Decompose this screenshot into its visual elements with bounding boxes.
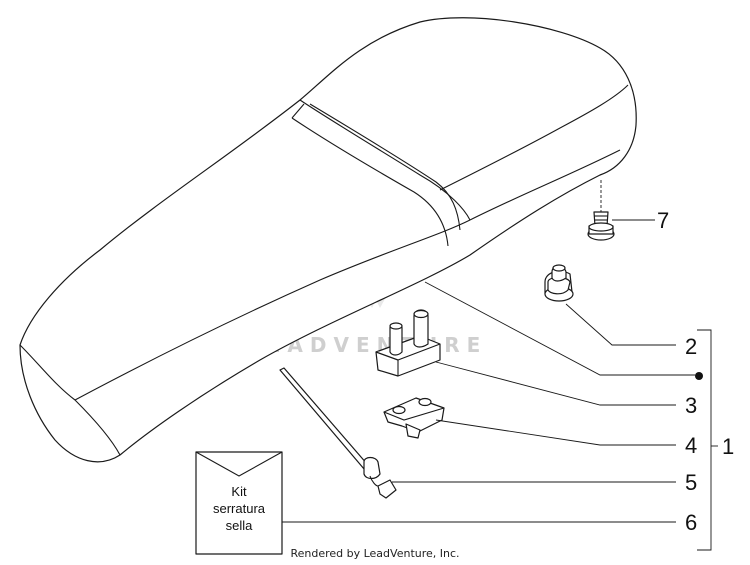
rubber-bumper-part: [544, 264, 574, 302]
callout-4: 4: [685, 433, 697, 458]
callout-6: 6: [685, 510, 697, 535]
cable-tie-part: [279, 367, 397, 499]
callout-3: 3: [685, 393, 697, 418]
latch-plate-part: [383, 397, 445, 439]
group-bracket: [697, 329, 712, 551]
callout-7: 7: [657, 208, 669, 233]
leader-seat: [424, 281, 695, 376]
leader-lines: [282, 219, 718, 551]
kit-label-line-3: sella: [226, 518, 254, 533]
leader-3: [435, 361, 676, 406]
kit-envelope-part: [195, 451, 283, 555]
lock-bracket-part: [375, 309, 441, 377]
seat: [19, 17, 637, 463]
callout-5: 5: [685, 470, 697, 495]
leader-2: [565, 303, 676, 346]
callout-2: 2: [685, 334, 697, 359]
screw-part: [587, 180, 615, 241]
leader-4: [435, 419, 676, 446]
kit-label-line-2: serratura: [213, 501, 266, 516]
render-credit: Rendered by LeadVenture, Inc.: [290, 547, 459, 560]
kit-label-line-1: Kit: [231, 484, 247, 499]
callout-1: 1: [722, 434, 734, 459]
seat-callout-dot: [695, 372, 703, 380]
